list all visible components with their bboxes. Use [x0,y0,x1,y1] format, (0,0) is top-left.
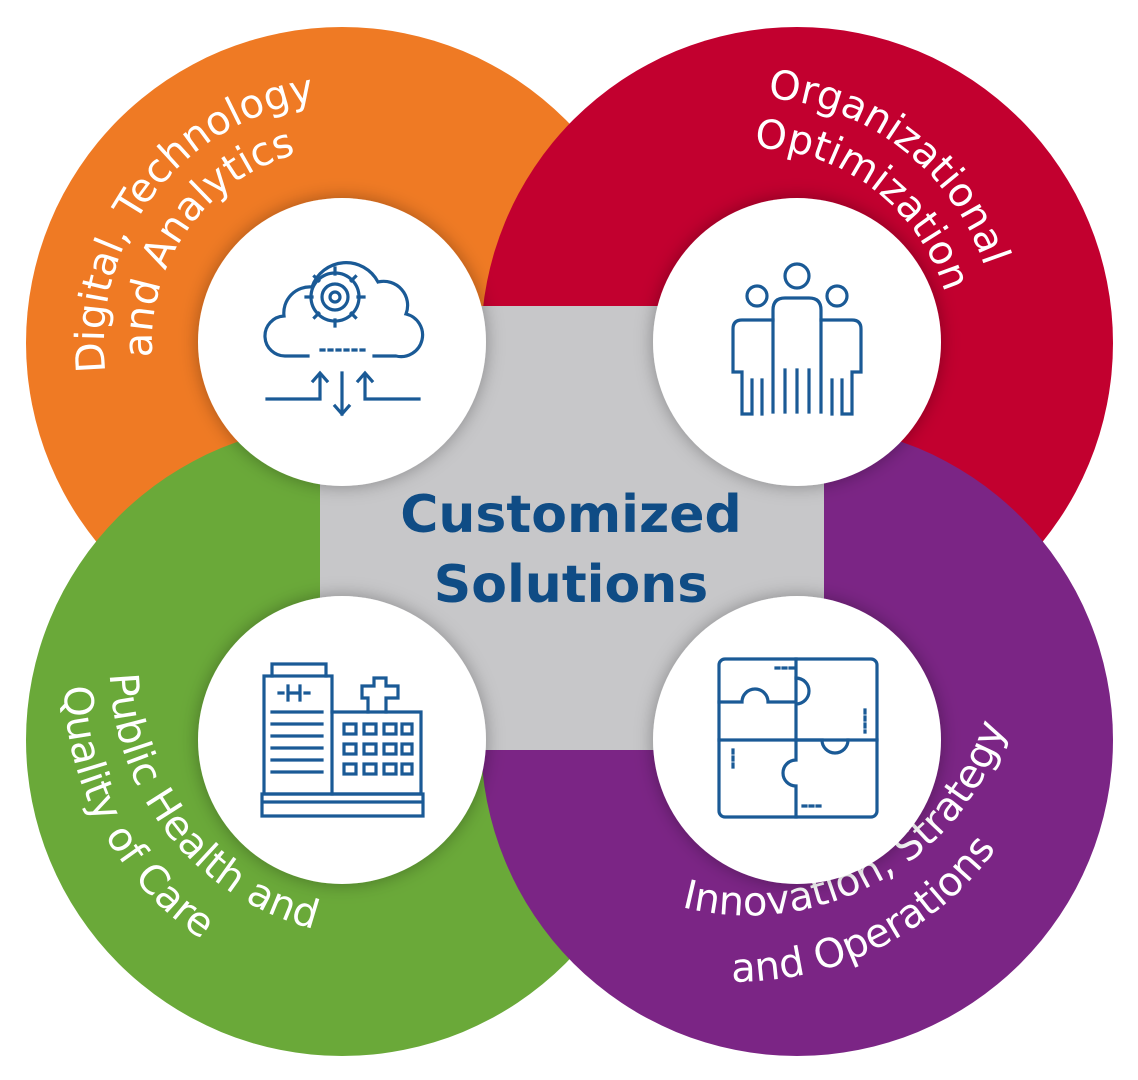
puzzle-pieces-icon [717,657,879,819]
center-title-line2: Solutions [434,555,708,615]
organizational-icon-disc [653,198,941,486]
people-group-icon [731,262,863,416]
cloud-gear-icon [263,261,425,417]
public-health-icon-disc [198,596,486,884]
hospital-building-icon [260,662,425,818]
center-title-line1: Customized [400,485,741,545]
digital-icon-disc [198,198,486,486]
